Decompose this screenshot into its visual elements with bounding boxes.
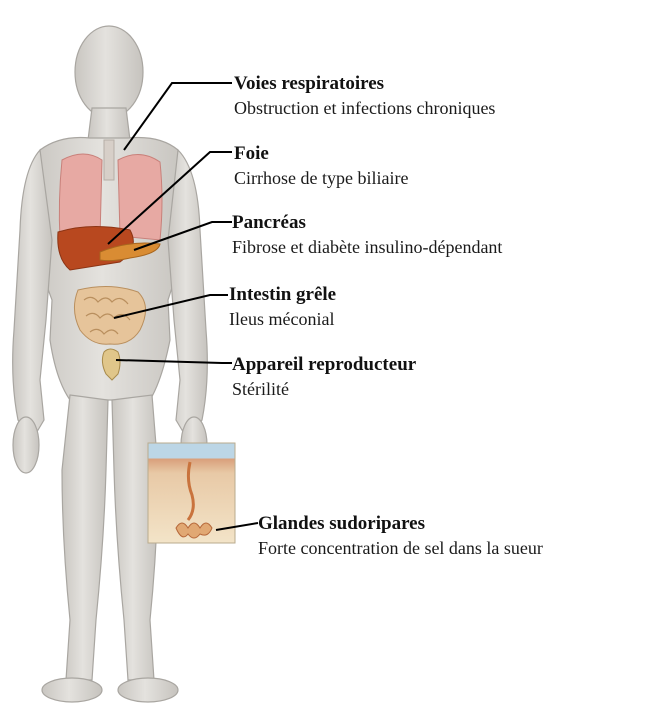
arm-left [13,150,52,440]
hand-left [13,417,39,473]
head [75,26,143,118]
label-appareil-reproducteur: Appareil reproducteur Stérilité [232,354,416,400]
label-title: Pancréas [232,212,502,234]
label-pancreas: Pancréas Fibrose et diabète insulino-dép… [232,212,502,258]
label-description: Fibrose et diabète insulino-dépendant [232,237,502,258]
label-description: Ileus méconial [229,309,336,330]
label-title: Intestin grêle [229,284,336,306]
label-intestin-grele: Intestin grêle Ileus méconial [229,284,336,330]
label-foie: Foie Cirrhose de type biliaire [234,143,408,189]
label-description: Forte concentration de sel dans la sueur [258,538,543,559]
foot-right [118,678,178,702]
label-description: Cirrhose de type biliaire [234,168,408,189]
label-description: Obstruction et infections chroniques [234,98,495,119]
leg-left [62,395,108,680]
label-glandes-sudoripares: Glandes sudoripares Forte concentration … [258,513,543,559]
neck [88,108,130,140]
lung-right [118,154,162,240]
label-title: Voies respiratoires [234,73,495,95]
label-title: Appareil reproducteur [232,354,416,376]
small-intestine [74,286,145,344]
arm-right [168,150,207,440]
label-description: Stérilité [232,379,416,400]
label-title: Foie [234,143,408,165]
trachea [104,140,114,180]
foot-left [42,678,102,702]
label-title: Glandes sudoripares [258,513,543,535]
label-voies-respiratoires: Voies respiratoires Obstruction et infec… [234,73,495,119]
